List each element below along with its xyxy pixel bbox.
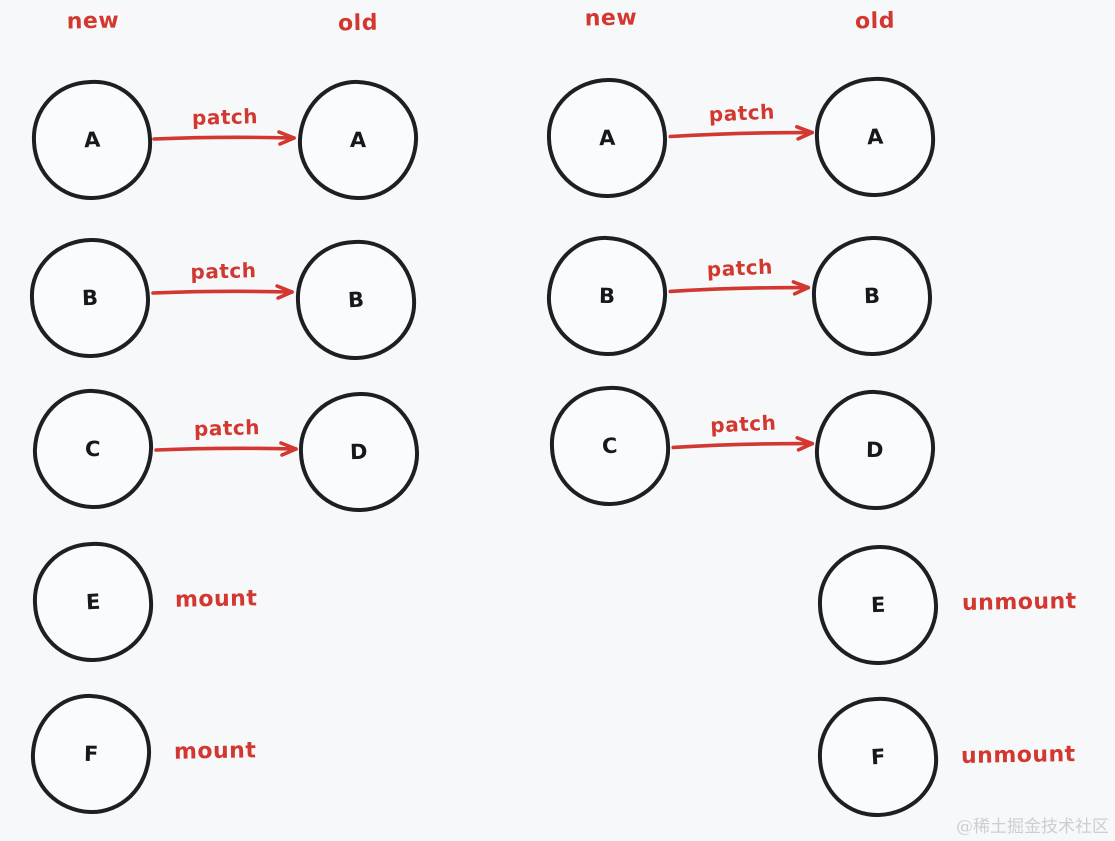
mount-label-f: mount bbox=[173, 738, 257, 765]
node-letter: F bbox=[83, 741, 99, 767]
node-letter: A bbox=[865, 124, 884, 150]
mount-label-e: mount bbox=[174, 586, 258, 613]
circle-right-old-b: B bbox=[810, 234, 934, 358]
node-letter: C bbox=[601, 433, 619, 459]
circle-right-new-c: C bbox=[547, 383, 673, 509]
circle-right-new-b: B bbox=[544, 233, 670, 359]
arrow-line-icon bbox=[671, 436, 815, 452]
patch-arrow-left-3: patch bbox=[154, 415, 300, 457]
node-letter: B bbox=[598, 283, 616, 309]
unmount-label-f: unmount bbox=[960, 742, 1076, 769]
circle-right-old-a: A bbox=[812, 74, 938, 200]
arrow-line-icon bbox=[668, 280, 811, 296]
node-letter: A bbox=[82, 127, 101, 153]
arrow-line-icon bbox=[152, 130, 296, 146]
node-letter: A bbox=[349, 127, 367, 153]
circle-left-new-c: C bbox=[30, 386, 156, 512]
circle-left-new-a: A bbox=[29, 77, 155, 203]
node-letter: D bbox=[349, 439, 369, 465]
node-letter: D bbox=[865, 437, 885, 463]
arrow-line-icon bbox=[668, 125, 815, 141]
column-header-new-left: new bbox=[66, 8, 120, 35]
circle-left-new-e: E bbox=[30, 539, 156, 665]
circle-right-new-a: A bbox=[545, 76, 669, 200]
node-letter: B bbox=[863, 283, 881, 309]
watermark: @稀土掘金技术社区 bbox=[956, 817, 1109, 837]
circle-left-old-d: D bbox=[297, 390, 421, 514]
column-header-old-left: old bbox=[337, 10, 379, 37]
circle-left-old-a: A bbox=[295, 77, 421, 203]
patch-label: patch bbox=[190, 258, 257, 284]
column-header-old-right: old bbox=[854, 8, 896, 35]
node-letter: E bbox=[870, 592, 886, 618]
node-letter: C bbox=[84, 436, 102, 462]
unmount-label-e: unmount bbox=[961, 589, 1077, 616]
circle-right-old-e: E bbox=[816, 543, 940, 667]
node-letter: E bbox=[84, 589, 102, 615]
patch-label: patch bbox=[193, 415, 261, 441]
node-letter: A bbox=[598, 125, 616, 151]
patch-arrow-right-3: patch bbox=[671, 410, 817, 454]
circle-left-new-b: B bbox=[28, 236, 152, 360]
node-letter: B bbox=[81, 285, 99, 311]
circle-left-old-b: B bbox=[293, 237, 419, 363]
arrow-line-icon bbox=[154, 441, 298, 457]
node-letter: B bbox=[347, 287, 365, 313]
circle-right-old-d: D bbox=[812, 387, 938, 513]
circle-left-new-f: F bbox=[28, 691, 154, 817]
arrow-line-icon bbox=[151, 284, 294, 300]
circle-right-old-f: F bbox=[815, 694, 941, 820]
patch-arrow-right-1: patch bbox=[668, 99, 817, 143]
patch-arrow-left-2: patch bbox=[151, 258, 296, 300]
patch-arrow-right-2: patch bbox=[668, 254, 813, 298]
column-header-new-right: new bbox=[584, 5, 638, 32]
patch-label: patch bbox=[191, 104, 259, 130]
patch-arrow-left-1: patch bbox=[152, 104, 298, 146]
node-letter: F bbox=[869, 744, 887, 770]
